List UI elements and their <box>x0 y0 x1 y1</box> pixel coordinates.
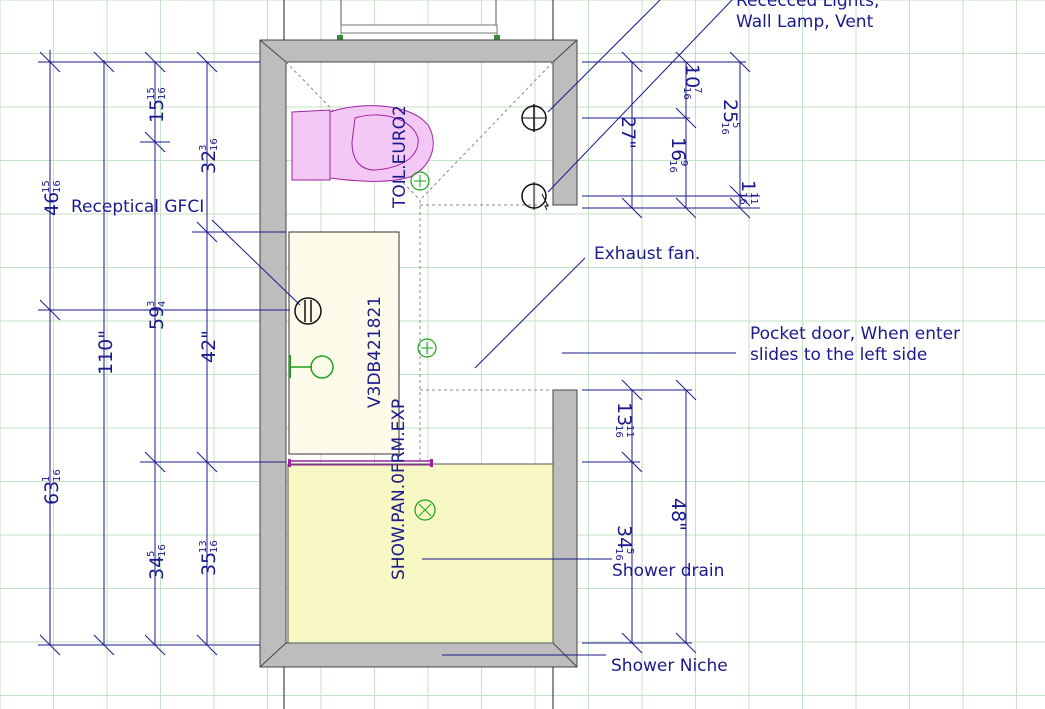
dim-total-110: 110" <box>95 330 117 375</box>
svg-text:16: 16 <box>719 122 730 135</box>
dim-42: 42" <box>198 330 220 363</box>
svg-text:42": 42" <box>198 330 220 363</box>
svg-text:10: 10 <box>681 64 703 88</box>
svg-text:13: 13 <box>198 540 209 553</box>
svg-text:1: 1 <box>737 180 759 192</box>
shower-niche-annotation: Shower Niche <box>611 656 728 676</box>
svg-text:16: 16 <box>52 469 63 482</box>
svg-text:35: 35 <box>198 552 220 576</box>
svg-text:34: 34 <box>613 525 635 549</box>
svg-text:15: 15 <box>146 87 157 100</box>
svg-text:32: 32 <box>198 150 220 174</box>
dim-10-right: 10 7 16 <box>681 64 703 100</box>
leader-lines <box>211 0 736 656</box>
svg-text:5: 5 <box>146 551 157 557</box>
svg-text:15: 15 <box>146 99 168 123</box>
exhaust-fan-annotation: Exhaust fan. <box>594 244 700 264</box>
svg-text:16: 16 <box>667 160 678 173</box>
dim-15: 15 15 16 <box>146 87 168 123</box>
svg-text:46: 46 <box>41 192 63 216</box>
recessed-light-icon[interactable] <box>521 104 547 132</box>
gfci-outlet-icon[interactable] <box>294 297 322 325</box>
svg-text:34: 34 <box>146 556 168 580</box>
gfci-annotation: Receptical GFCI <box>71 197 204 217</box>
dim-27-right: 27" <box>617 116 639 149</box>
toilet-model-label: TOIL.EURO2 <box>390 105 410 209</box>
svg-text:16: 16 <box>209 540 220 553</box>
shower-drain-annotation: Shower drain <box>612 561 724 581</box>
svg-text:4: 4 <box>157 301 168 307</box>
vanity-model-label: V3DB421821 <box>365 296 385 408</box>
lights-annotation-line2: Wall Lamp, Vent <box>736 12 874 32</box>
svg-text:16: 16 <box>613 425 624 438</box>
dim-59: 59 3 4 <box>146 301 168 330</box>
lights-annotation-line1: Rececced Lights, <box>736 0 879 11</box>
svg-text:3: 3 <box>146 301 157 307</box>
svg-text:27": 27" <box>617 116 639 149</box>
svg-text:48": 48" <box>667 498 689 531</box>
svg-text:63: 63 <box>41 481 63 505</box>
svg-text:5: 5 <box>624 548 635 554</box>
left-dimension-lines <box>38 50 290 656</box>
svg-text:11: 11 <box>624 425 635 438</box>
svg-text:59: 59 <box>146 306 168 330</box>
pocket-door-annotation-line2: slides to the left side <box>750 345 927 365</box>
svg-text:16: 16 <box>209 138 220 151</box>
svg-text:5: 5 <box>730 122 741 128</box>
wall-lamp-icon[interactable] <box>521 182 549 211</box>
svg-text:16: 16 <box>667 137 689 161</box>
svg-text:11: 11 <box>748 192 759 205</box>
dim-48-right: 48" <box>667 498 689 531</box>
svg-text:110": 110" <box>95 330 117 375</box>
svg-text:1: 1 <box>41 476 52 482</box>
dim-34-right: 34 5 16 <box>613 525 635 561</box>
svg-text:16: 16 <box>613 548 624 561</box>
toilet[interactable] <box>291 105 434 182</box>
svg-text:15: 15 <box>41 180 52 193</box>
shower-drain-icon[interactable] <box>414 499 436 521</box>
svg-text:16: 16 <box>737 192 748 205</box>
svg-text:16: 16 <box>157 544 168 557</box>
vanity[interactable] <box>288 231 400 455</box>
dim-34-left: 34 5 16 <box>146 544 168 580</box>
wall-extension-lines <box>283 0 554 709</box>
exhaust-fan-icon[interactable] <box>417 338 437 358</box>
dim-left-63: 63 1 16 <box>41 469 63 505</box>
shower-model-label: SHOW.PAN.0FRM.EXP <box>389 399 409 580</box>
svg-text:7: 7 <box>692 87 703 93</box>
dim-13-right: 13 11 16 <box>613 402 635 438</box>
dim-1-right: 1 11 16 <box>737 180 759 205</box>
dim-left-46: 46 15 16 <box>41 180 63 216</box>
svg-text:16: 16 <box>52 180 63 193</box>
dim-32: 32 3 16 <box>198 138 220 174</box>
right-dimension-lines <box>582 51 760 654</box>
dim-25-right: 25 5 16 <box>719 99 741 135</box>
svg-text:25: 25 <box>719 99 741 123</box>
svg-text:16: 16 <box>157 87 168 100</box>
pocket-door-annotation-line1: Pocket door, When enter <box>750 324 960 344</box>
dim-16-right: 16 9 16 <box>667 137 689 173</box>
svg-text:9: 9 <box>678 160 689 166</box>
dim-35: 35 13 16 <box>198 540 220 576</box>
svg-text:13: 13 <box>613 402 635 426</box>
svg-text:16: 16 <box>681 87 692 100</box>
svg-text:3: 3 <box>198 145 209 151</box>
shower-pan[interactable] <box>287 459 554 644</box>
toilet-plumbing-icon[interactable] <box>410 171 430 191</box>
